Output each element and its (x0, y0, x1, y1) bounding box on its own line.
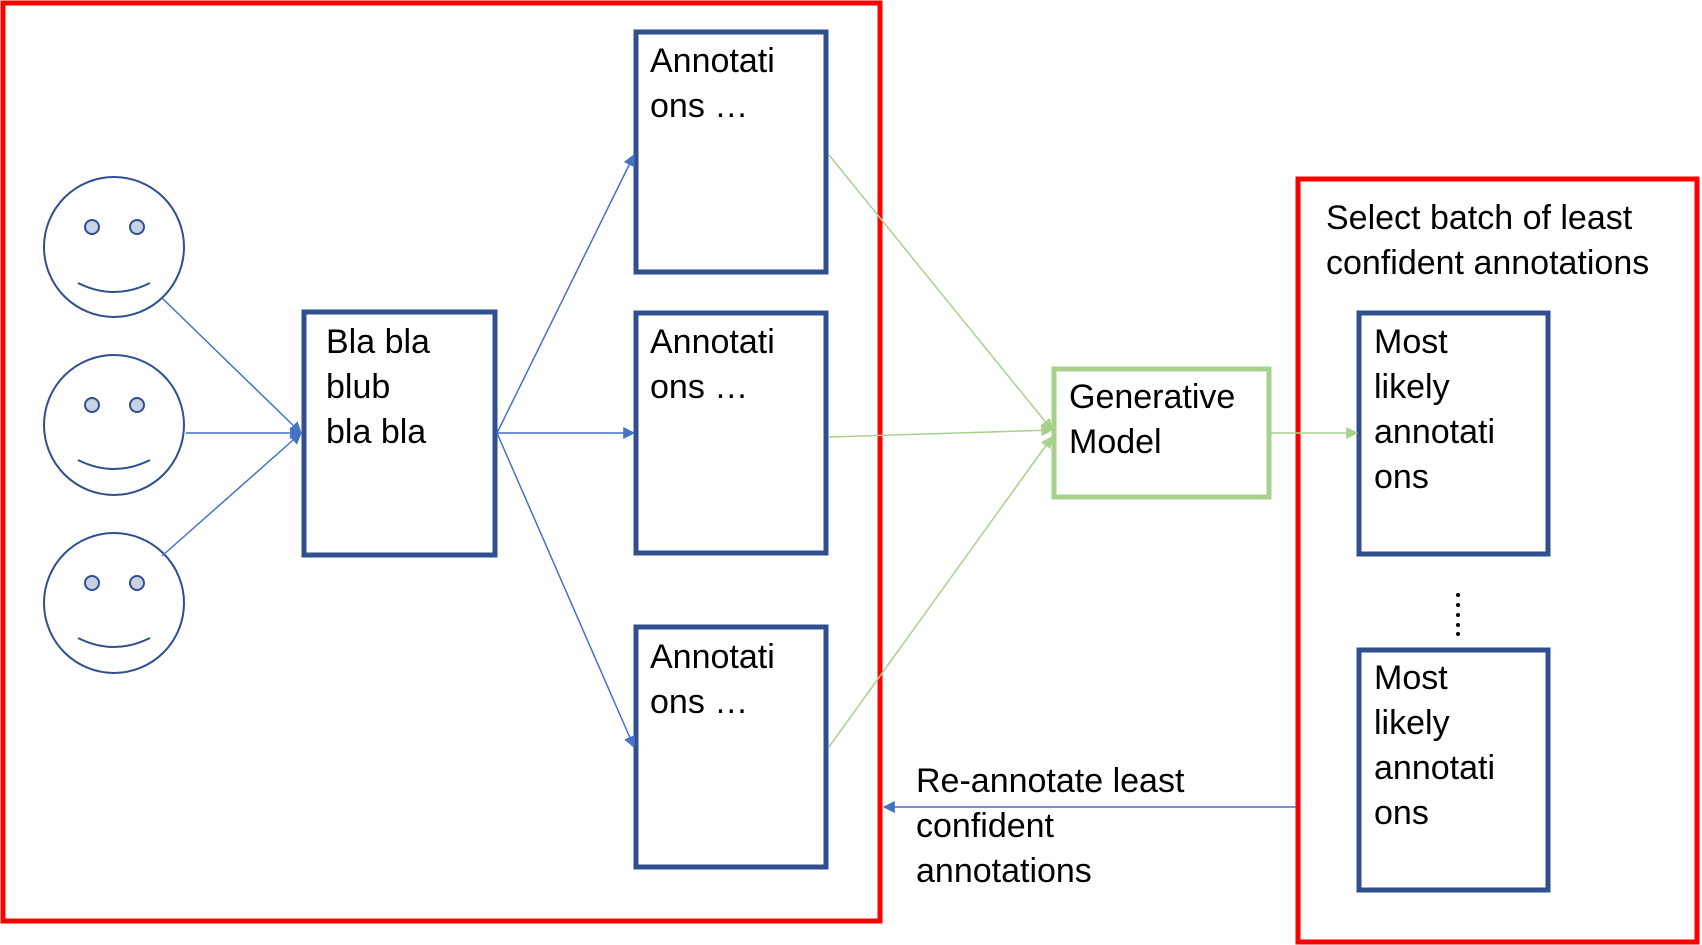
text-line: annotations (916, 852, 1092, 890)
result-box-text: Most likely annotati ons (1374, 656, 1495, 836)
annotation-box-text: Annotati ons … (650, 320, 775, 410)
annotation-box (633, 310, 829, 556)
smiley-face-icon (43, 176, 185, 318)
reannotate-label: Re-annotate least confident annotations (916, 759, 1184, 894)
result-box (1356, 310, 1551, 557)
arrow-annotation-to-model (828, 424, 1054, 438)
arrow-source-to-annotation (496, 432, 636, 749)
annotation-frame (0, 0, 883, 924)
arrow-annotation-to-model (828, 436, 1053, 748)
arrow-face-to-source (161, 432, 302, 557)
selection-panel-title: Select batch of least confident annotati… (1326, 196, 1649, 286)
annotation-box (633, 29, 829, 275)
text-line: annotati (1374, 749, 1495, 787)
text-line: Annotati (650, 638, 775, 676)
text-line: likely (1374, 368, 1450, 406)
text-line: Bla bla (326, 323, 430, 361)
text-line: Most (1374, 659, 1448, 697)
selection-frame (1295, 176, 1700, 945)
text-line: ons (1374, 458, 1429, 496)
text-line: Re-annotate least (916, 762, 1185, 800)
annotation-box-text: Annotati ons … (650, 39, 775, 129)
text-line: annotati (1374, 413, 1495, 451)
result-box-text: Most likely annotati ons (1374, 320, 1495, 500)
text-line: Generative (1069, 378, 1236, 416)
text-line: Annotati (650, 42, 775, 80)
text-line: bla bla (326, 413, 427, 451)
annotation-box (633, 624, 829, 870)
annotation-box-text: Annotati ons … (650, 635, 775, 725)
text-line: ons (1374, 794, 1429, 832)
result-box (1356, 647, 1551, 893)
text-line: Most (1374, 323, 1448, 361)
generative-model-box (1051, 366, 1272, 500)
text-line: likely (1374, 704, 1450, 742)
text-line: Select batch of least (1326, 199, 1633, 237)
text-line: confident annotations (1326, 244, 1650, 282)
generative-model-text: Generative Model (1069, 375, 1235, 465)
arrow-source-to-annotation (496, 153, 635, 434)
smiley-face-icon (43, 532, 185, 674)
text-line: Model (1069, 423, 1162, 461)
smiley-face-icon (43, 354, 185, 496)
text-line: ons … (650, 87, 749, 125)
arrow-face-to-source (161, 297, 302, 434)
text-line: confident (916, 807, 1054, 845)
text-line: Annotati (650, 323, 775, 361)
text-line: ons … (650, 683, 749, 721)
arrow-annotation-to-model (828, 154, 1053, 431)
source-box (301, 309, 498, 558)
text-line: blub (326, 368, 391, 406)
vertical-ellipsis-icon (1456, 593, 1460, 636)
source-box-text: Bla bla blub bla bla (326, 320, 430, 455)
text-line: ons … (650, 368, 749, 406)
